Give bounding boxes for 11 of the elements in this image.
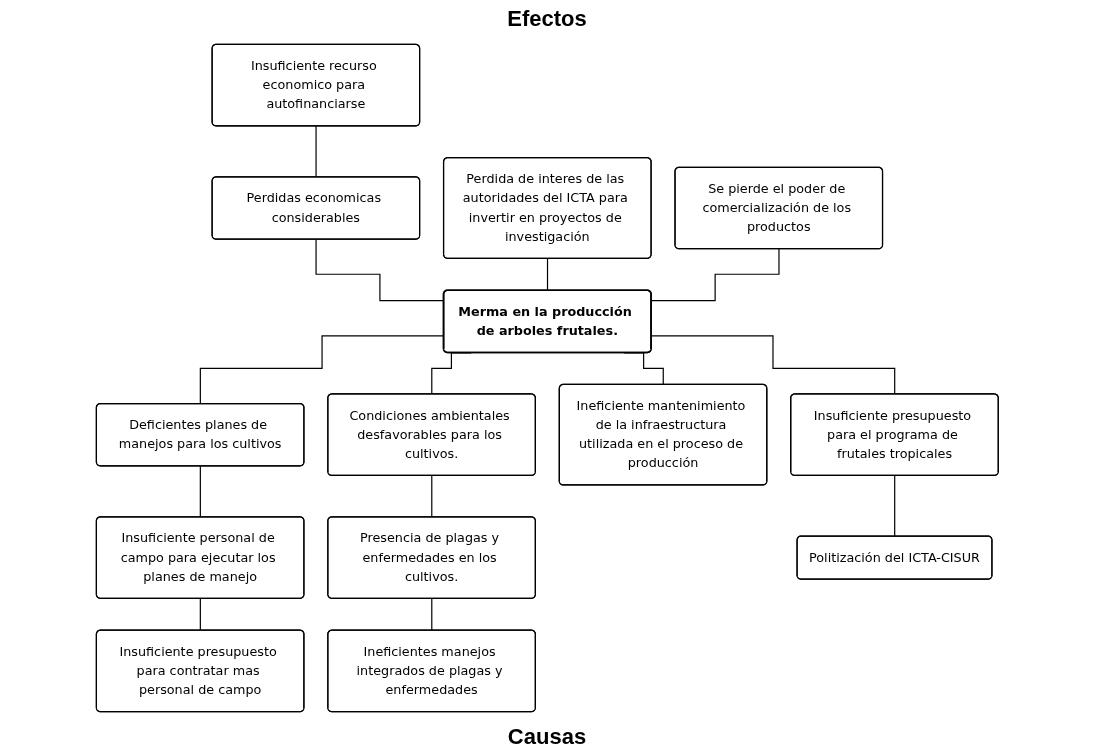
connector xyxy=(893,475,896,538)
connector xyxy=(650,335,896,395)
connector xyxy=(430,598,433,632)
title: Efectos xyxy=(507,6,587,32)
connector xyxy=(199,598,201,632)
connector xyxy=(650,248,780,302)
connector xyxy=(546,258,548,292)
connector xyxy=(199,465,201,518)
caption: Causas xyxy=(507,724,587,750)
connector xyxy=(430,475,433,518)
connector xyxy=(315,125,317,178)
